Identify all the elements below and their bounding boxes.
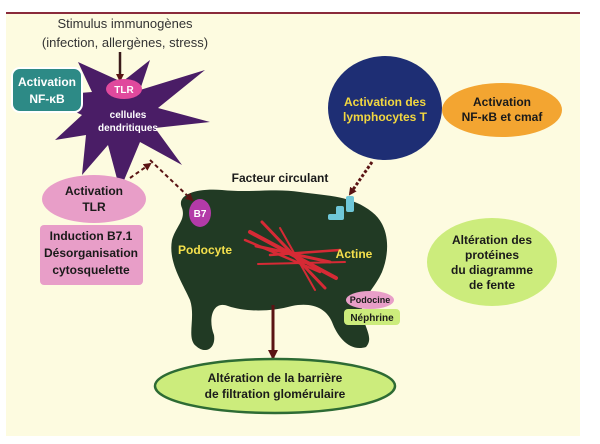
lymphocyte-line1: Activation des	[344, 95, 426, 109]
dendritic-line1: cellules	[110, 110, 147, 121]
stimulus-line1: Stimulus immunogènes	[57, 16, 193, 31]
activation-nfkb-left-box	[11, 67, 83, 113]
barrier-ellipse	[153, 357, 397, 415]
podocyte-label: Podocyte	[178, 243, 232, 257]
activation-nfkb-cmaf-ellipse	[442, 83, 562, 137]
lymphocyte-to-factor-arrow	[348, 161, 374, 196]
induction-line2: Désorganisation	[44, 246, 138, 260]
dendritic-line2: dendritiques	[98, 123, 158, 134]
alteration-proteins-line2: protéines	[465, 248, 519, 262]
b7-receptor	[189, 199, 211, 227]
b7-label: B7	[194, 209, 207, 220]
stimulus-line2: (infection, allergènes, stress)	[42, 35, 208, 50]
actin-fibres	[243, 220, 346, 291]
induction-box	[40, 225, 143, 285]
barrier-line2: de filtration glomérulaire	[205, 387, 346, 401]
nephrine-label: Néphrine	[350, 313, 394, 324]
facteur-circulant-label: Facteur circulant	[232, 171, 329, 185]
activation-tlr-line1: Activation	[65, 184, 123, 198]
activation-nfkb-cmaf-line2: NF-κB et cmaf	[462, 110, 544, 124]
alteration-proteins-ellipse	[427, 218, 557, 306]
circulating-factor-receptor	[328, 196, 354, 220]
actine-label: Actine	[336, 247, 373, 261]
alteration-proteins-line4: de fente	[469, 278, 515, 292]
tlr-label: TLR	[114, 85, 134, 96]
alteration-proteins-line3: du diagramme	[451, 263, 533, 277]
lymphocyte-cell	[328, 56, 442, 160]
podocine-ellipse	[346, 291, 394, 309]
lymphocyte-line2: lymphocytes T	[343, 110, 428, 124]
dendritic-cell	[42, 60, 210, 190]
activation-tlr-ellipse	[42, 175, 146, 223]
induction-line1: Induction B7.1	[50, 229, 133, 243]
podocine-label: Podocine	[350, 295, 391, 305]
activation-nfkb-left-line2: NF-κB	[29, 92, 65, 106]
tlr-receptor	[106, 79, 142, 99]
activation-nfkb-left-line1: Activation	[18, 75, 76, 89]
induction-line3: cytosquelette	[52, 263, 130, 277]
activation-tlr-line2: TLR	[82, 200, 106, 214]
barrier-line1: Altération de la barrière	[208, 371, 343, 385]
activation-nfkb-cmaf-line1: Activation	[473, 95, 531, 109]
dendritic-to-b7-arrow	[149, 159, 194, 202]
podocyte-cell	[171, 189, 388, 351]
nephrine-box	[344, 309, 400, 325]
alteration-proteins-line1: Altération des	[452, 233, 532, 247]
